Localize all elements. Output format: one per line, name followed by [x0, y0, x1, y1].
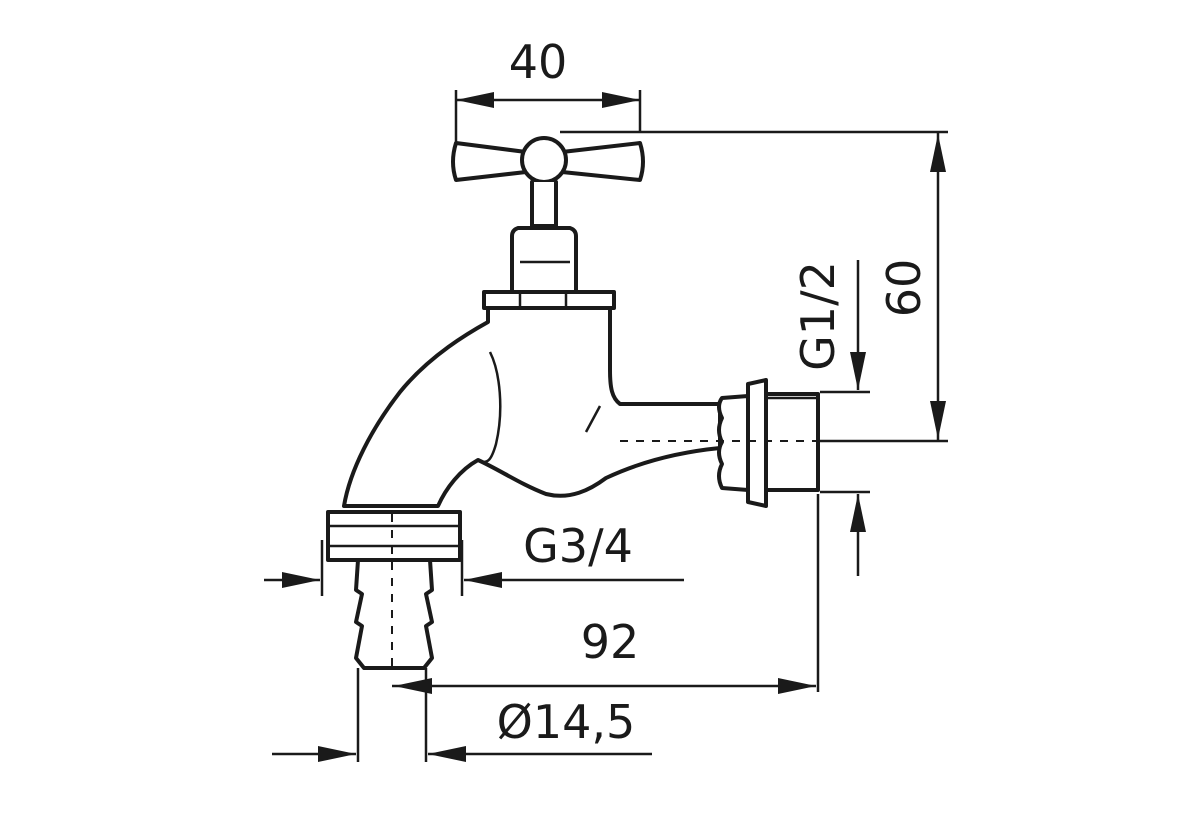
dimension-label-height: 60 — [877, 259, 931, 318]
dimension-height: 60 — [560, 130, 948, 443]
inlet-hex-nut — [717, 394, 750, 492]
dimension-label-outlet-thread: G3/4 — [523, 519, 633, 573]
faucet-body — [326, 136, 820, 670]
body-inner-contour — [477, 351, 502, 464]
dimension-length: 92 — [392, 494, 820, 694]
inlet-flange — [746, 378, 768, 508]
dimension-label-inlet-thread: G1/2 — [791, 261, 845, 371]
dimension-outlet-thread: G3/4 — [264, 519, 684, 596]
gland-nut — [510, 226, 578, 294]
stem — [530, 180, 558, 228]
dimension-inlet-thread: G1/2 — [791, 260, 870, 576]
dimension-top-width: 40 — [454, 35, 642, 142]
outlet-nut — [326, 510, 462, 562]
dimension-label-hose-diameter: Ø14,5 — [497, 695, 636, 749]
dimension-label-top-width: 40 — [509, 35, 568, 89]
hose-barb — [354, 558, 434, 670]
handle-knob — [520, 136, 568, 184]
inlet-thread — [764, 392, 820, 492]
bonnet-flange — [482, 290, 616, 310]
dimension-hose-diameter: Ø14,5 — [272, 668, 652, 762]
valve-body-and-spout — [342, 306, 722, 508]
dimension-label-length: 92 — [581, 615, 640, 669]
